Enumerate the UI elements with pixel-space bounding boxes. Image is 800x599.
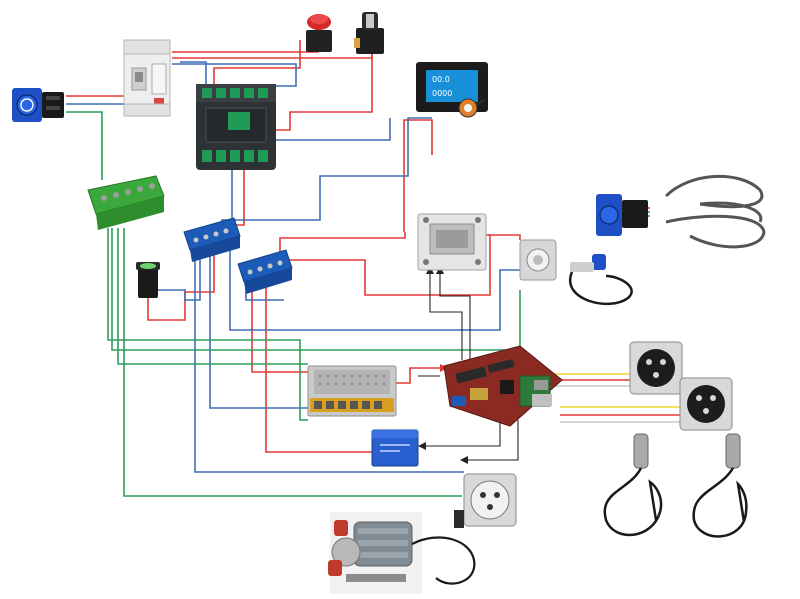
xlr-sensor-cable-1 [603,433,663,537]
meter-reading-1: 00.0 [432,75,450,84]
xlr-sensor-cable-2 [692,433,748,538]
power-supply [307,365,397,417]
wires [66,24,690,497]
selector-switch [354,12,384,54]
indicator-lamp [136,262,160,298]
emergency-stop-button [306,14,332,52]
meter-reading-2: 0000 [432,89,452,98]
powercon-cable [568,254,633,306]
neutral-terminal-block-2 [237,249,293,294]
controller-board [443,345,563,427]
signal-wires [418,272,519,461]
earth-wires [66,111,650,497]
solid-state-relay [417,213,487,271]
relay [371,429,419,467]
neutral-terminal-block-1 [183,217,241,262]
circuit-breaker [123,39,171,117]
phase-wires [66,30,690,453]
xlr-male-socket-2 [679,377,733,431]
powercon-inlet-left [12,88,64,122]
panel-meter: 00.0 0000 [416,62,488,118]
xlr-wires [555,373,690,423]
earth-terminal-block [87,175,165,230]
neutral-wires [66,61,650,473]
xlr-male-socket-1 [629,341,683,395]
contactor [196,84,276,170]
pump [328,512,476,594]
xlr-female-socket [454,473,517,528]
powercon-outlet-middle [519,239,557,281]
heating-element [596,174,766,249]
